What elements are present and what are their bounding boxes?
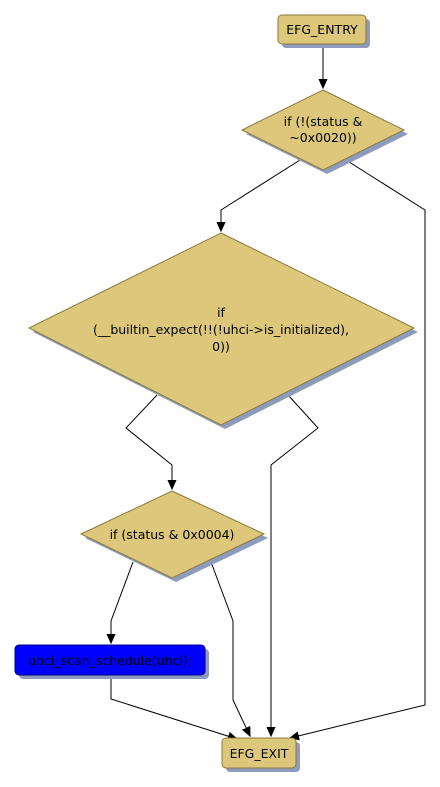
edge-cond3-to-call xyxy=(111,561,134,643)
edge-cond1-to-exit xyxy=(290,159,426,738)
node-cond1-line1: if (!(status & xyxy=(284,114,363,129)
node-exit-box xyxy=(221,737,297,769)
node-cond2-line2: (__builtin_expect(!!(!uhci->is_initializ… xyxy=(93,322,349,337)
edge-cond2-to-exit xyxy=(271,394,319,736)
edge-cond3-to-exit xyxy=(210,561,250,736)
edges xyxy=(110,47,426,739)
edge-call-to-exit xyxy=(110,676,237,739)
node-entry-label: EFG_ENTRY xyxy=(286,22,358,37)
node-exit-label: EFG_EXIT xyxy=(230,746,289,761)
node-entry[interactable]: EFG_ENTRY xyxy=(277,14,370,48)
node-exit[interactable]: EFG_EXIT xyxy=(221,737,300,772)
node-cond3-label: if (status & 0x0004) xyxy=(110,527,235,542)
node-cond2-diamond xyxy=(27,232,416,426)
node-entry-box xyxy=(277,14,367,45)
node-call-label: uhci_scan_schedule(uhci); xyxy=(28,653,192,668)
edge-cond1-to-cond2 xyxy=(221,159,301,231)
node-cond3-diamond xyxy=(79,490,266,579)
node-cond2-line1: if xyxy=(217,305,225,320)
node-cond3[interactable]: if (status & 0x0004) xyxy=(79,490,268,582)
node-cond1-diamond xyxy=(240,89,406,171)
node-call[interactable]: uhci_scan_schedule(uhci); xyxy=(14,644,209,679)
node-cond1[interactable]: if (!(status & ~0x0020)) xyxy=(240,89,408,174)
node-call-box xyxy=(14,644,206,676)
node-cond2-line3: 0)) xyxy=(212,339,230,354)
node-cond1-line2: ~0x0020)) xyxy=(289,130,356,145)
edge-cond2-to-cond3 xyxy=(125,394,172,489)
node-cond2[interactable]: if (__builtin_expect(!!(!uhci->is_initia… xyxy=(27,232,418,429)
